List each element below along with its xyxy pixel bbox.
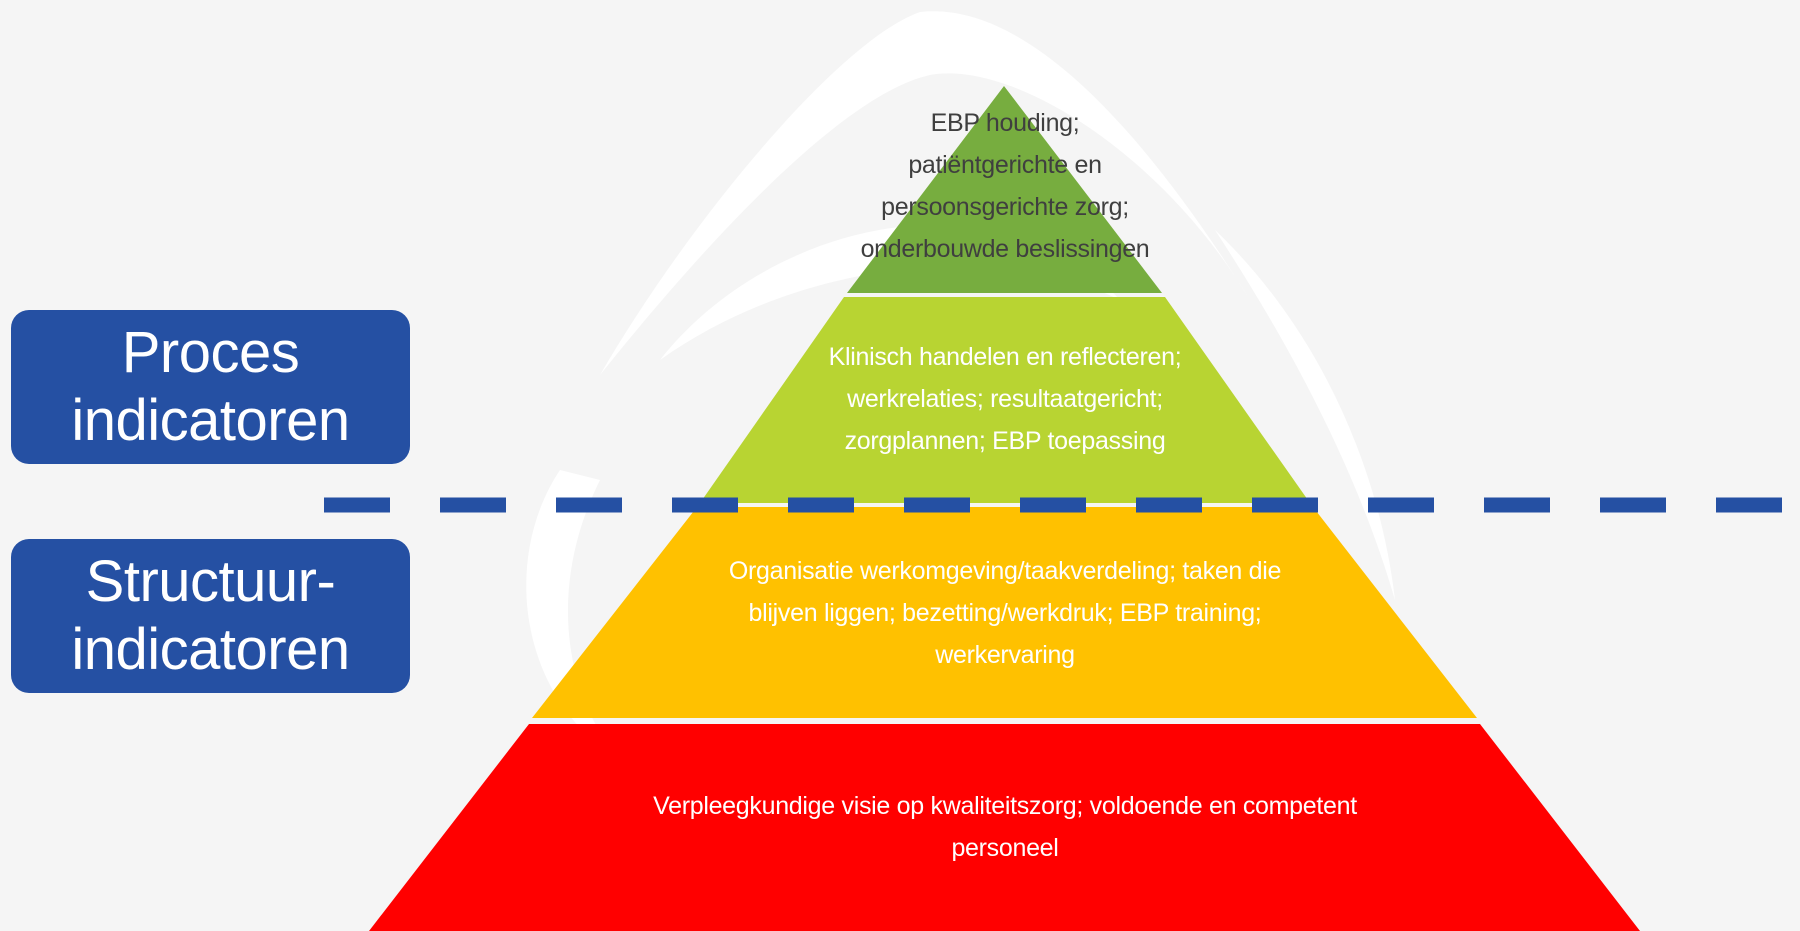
pyramid-layer-second bbox=[700, 297, 1310, 503]
pyramid-layer-top bbox=[847, 86, 1162, 293]
pyramid-base-text: Verpleegkundige visie op kwaliteitszorg;… bbox=[580, 785, 1430, 869]
pyramid-top-line: EBP houding; bbox=[930, 109, 1080, 137]
pyramid-third-line: werkervaring bbox=[935, 641, 1075, 669]
structure-label-line: Structuur- bbox=[85, 549, 336, 614]
pyramid-second-text: Klinisch handelen en reflecteren; werkre… bbox=[780, 336, 1230, 462]
pyramid-top-line: onderbouwde beslissingen bbox=[860, 235, 1150, 263]
pyramid-base-line: Verpleegkundige visie op kwaliteitszorg;… bbox=[653, 792, 1357, 820]
structure-indicators-label: Structuur- indicatoren bbox=[11, 539, 410, 693]
structure-label-line: indicatoren bbox=[71, 617, 350, 682]
pyramid-top-line: persoonsgerichte zorg; bbox=[881, 193, 1129, 221]
pyramid-second-line: zorgplannen; EBP toepassing bbox=[844, 427, 1166, 455]
pyramid-layer-base bbox=[369, 724, 1640, 931]
process-label-line: indicatoren bbox=[71, 388, 350, 453]
pyramid-layer-third bbox=[532, 507, 1477, 718]
pyramid-second-line: werkrelaties; resultaatgericht; bbox=[847, 385, 1163, 413]
pyramid-third-line: blijven liggen; bezetting/werkdruk; EBP … bbox=[748, 599, 1262, 627]
pyramid-second-line: Klinisch handelen en reflecteren; bbox=[828, 343, 1182, 371]
pyramid-top-line: patiëntgerichte en bbox=[908, 151, 1102, 179]
pyramid-third-line: Organisatie werkomgeving/taakverdeling; … bbox=[728, 557, 1282, 585]
pyramid-third-text: Organisatie werkomgeving/taakverdeling; … bbox=[680, 550, 1330, 676]
pyramid-top-text: EBP houding; patiëntgerichte en persoons… bbox=[840, 102, 1170, 270]
process-indicators-label: Proces indicatoren bbox=[11, 310, 410, 464]
process-label-line: Proces bbox=[121, 320, 300, 385]
pyramid-base-line: personeel bbox=[951, 834, 1059, 862]
